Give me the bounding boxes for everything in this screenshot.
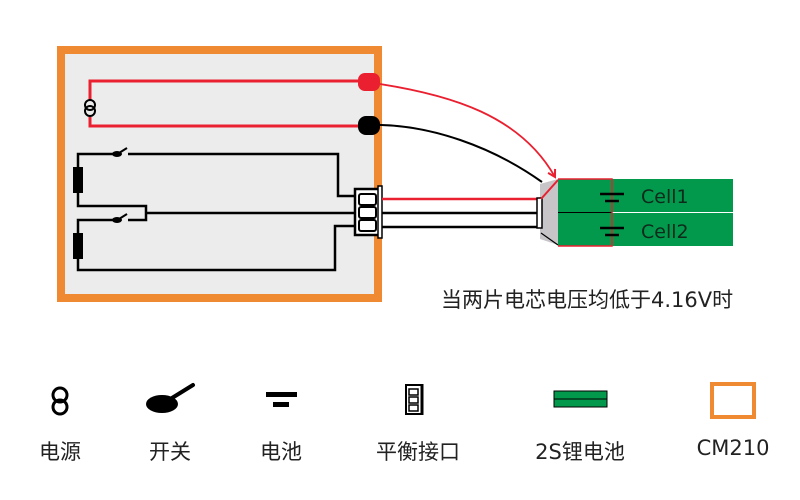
battery-plug-red-lead	[540, 179, 559, 200]
legend-label-battery-pack: 2S锂电池	[535, 440, 625, 464]
legend-battery-cell-icon	[266, 392, 297, 407]
switch-lower	[112, 213, 128, 223]
charge-positive-lead	[379, 83, 555, 177]
negative-terminal	[358, 116, 380, 135]
legend-label-device: CM210	[696, 436, 770, 460]
cell-label: Cell1	[641, 186, 689, 208]
legend-switch-icon	[146, 383, 195, 413]
battery-pack: Cell1 Cell2	[558, 178, 733, 247]
switch-upper	[112, 147, 128, 157]
legend-label-balance-connector: 平衡接口	[376, 440, 460, 464]
cm210-device-box	[57, 46, 382, 302]
positive-terminal	[358, 73, 380, 91]
legend-label-switch: 开关	[149, 440, 191, 464]
legend-label-power-source: 电源	[39, 440, 81, 464]
balance-lead	[382, 197, 540, 229]
resistor-upper	[73, 167, 83, 193]
balance-circuit	[76, 152, 354, 272]
resistor-lower	[73, 233, 83, 259]
legend-balance-connector-icon	[405, 384, 424, 415]
legend-battery-pack-icon	[553, 390, 608, 408]
negative-wire-internal	[88, 117, 358, 128]
legend-device-box-icon	[710, 382, 756, 419]
battery-plug	[536, 197, 543, 229]
power-source-icon	[84, 99, 96, 117]
battery-cell-icon	[600, 226, 624, 237]
legend-power-source-icon	[51, 386, 69, 416]
battery-plug-neg-lead	[540, 232, 559, 246]
condition-note: 当两片电芯电压均低于4.16V时	[441, 288, 734, 312]
positive-wire-internal	[88, 79, 358, 100]
charge-negative-lead	[379, 124, 543, 183]
balance-connector	[353, 185, 383, 239]
cell-label: Cell2	[641, 221, 689, 243]
battery-cell-icon	[600, 192, 624, 203]
legend-label-battery-cell: 电池	[260, 440, 302, 464]
power-source-circuit	[84, 73, 380, 135]
